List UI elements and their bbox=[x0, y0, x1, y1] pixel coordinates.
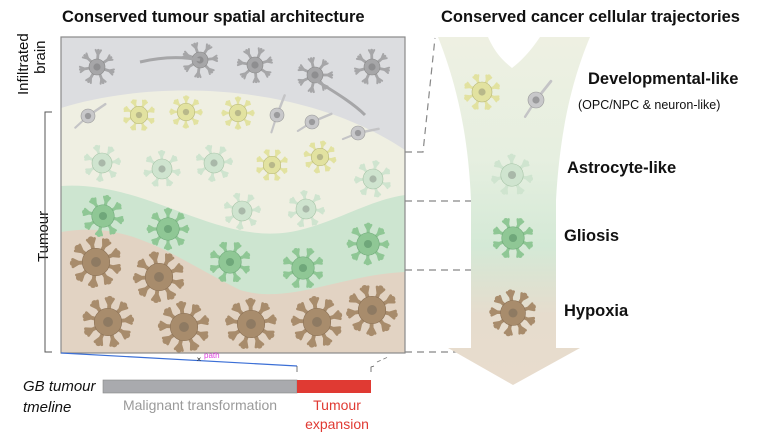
trajectory-cell-group bbox=[464, 74, 553, 337]
timeline-connector-line bbox=[60, 352, 298, 367]
timeline-label-expansion-line2: expansion bbox=[305, 416, 369, 432]
trajectory-label-astrocyte: Astrocyte-like bbox=[567, 159, 677, 177]
timeline-segment-expansion bbox=[297, 380, 371, 393]
hypoxia-cell bbox=[157, 300, 210, 353]
opc-npc-cell bbox=[123, 99, 155, 131]
timeline-label-malignant: Malignant transformation bbox=[122, 397, 278, 413]
gliosis-cell bbox=[82, 195, 124, 237]
trajectory-arrow bbox=[438, 37, 590, 385]
spatial-panel bbox=[61, 37, 405, 353]
neuron-cell bbox=[353, 48, 391, 85]
hypoxia-cell bbox=[290, 295, 343, 348]
trajectory-label-developmental: Developmental-like bbox=[588, 70, 739, 88]
neuron-cell bbox=[182, 42, 219, 79]
timeline-connector-right bbox=[376, 356, 389, 363]
opc-npc-cell bbox=[169, 95, 203, 129]
hypoxia-cell bbox=[225, 297, 277, 349]
gliosis-cell bbox=[209, 241, 251, 283]
timeline-segment-malignant bbox=[102, 379, 298, 394]
trajectory-hypoxia-cell bbox=[489, 289, 536, 337]
neuron-like-cell bbox=[74, 102, 107, 129]
hypoxia-cell bbox=[82, 295, 135, 348]
gliosis-cell bbox=[146, 207, 190, 251]
opc-npc-cell bbox=[221, 96, 255, 130]
astrocyte-cell bbox=[83, 144, 121, 182]
neuron-cell bbox=[78, 48, 115, 85]
spatial-architecture-title: Conserved tumour spatial architecture bbox=[62, 8, 365, 26]
astrocyte-cell bbox=[195, 144, 233, 182]
connector-developmental bbox=[405, 37, 436, 153]
trajectory-sublabel-developmental: (OPC/NPC & neuron-like) bbox=[578, 98, 721, 112]
trajectory-opc-cell bbox=[464, 74, 500, 110]
bracket-line bbox=[44, 111, 52, 353]
trajectory-neuron-cell bbox=[523, 79, 553, 118]
path-annotation-label: path bbox=[204, 351, 220, 360]
gliosis-cell bbox=[282, 247, 324, 289]
timeline-label-expansion-line1: Tumour bbox=[313, 397, 361, 413]
path-marker-icon: × bbox=[197, 355, 202, 364]
opc-npc-cell bbox=[256, 149, 288, 181]
neuron-cell bbox=[236, 47, 273, 84]
trajectory-gliosis-cell bbox=[492, 217, 534, 259]
panel-border bbox=[60, 36, 406, 354]
timeline-label-expansion: Tumour expansion bbox=[297, 396, 377, 434]
tumour-bracket bbox=[44, 111, 52, 353]
cell-group bbox=[69, 42, 398, 353]
timeline-tick-right bbox=[370, 365, 375, 372]
trajectory-label-hypoxia: Hypoxia bbox=[564, 302, 629, 320]
timeline-title-line1: GB tumour bbox=[23, 378, 96, 395]
cellular-trajectories-title: Conserved cancer cellular trajectories bbox=[441, 8, 740, 26]
opc-npc-cell bbox=[303, 140, 337, 174]
astrocyte-cell bbox=[287, 190, 325, 228]
trajectory-astrocyte-cell bbox=[491, 153, 534, 195]
neuron-axon bbox=[314, 78, 367, 117]
astrocyte-cell bbox=[353, 160, 391, 198]
astrocyte-cell bbox=[143, 149, 181, 187]
timeline-title-line2: tmeline bbox=[23, 399, 72, 416]
hypoxia-cell bbox=[346, 285, 398, 337]
neuron-like-cell bbox=[341, 125, 380, 141]
timeline-title: GB tumour tmeline bbox=[23, 376, 96, 418]
neuron-axon bbox=[139, 56, 201, 64]
trajectory-label-gliosis: Gliosis bbox=[564, 227, 620, 245]
hypoxia-cell bbox=[69, 236, 122, 288]
gliosis-cell bbox=[346, 222, 390, 266]
astrocyte-cell bbox=[223, 192, 261, 230]
neuron-like-cell bbox=[269, 94, 286, 134]
hypoxia-cell bbox=[132, 251, 185, 303]
neuron-like-cell bbox=[296, 112, 333, 133]
